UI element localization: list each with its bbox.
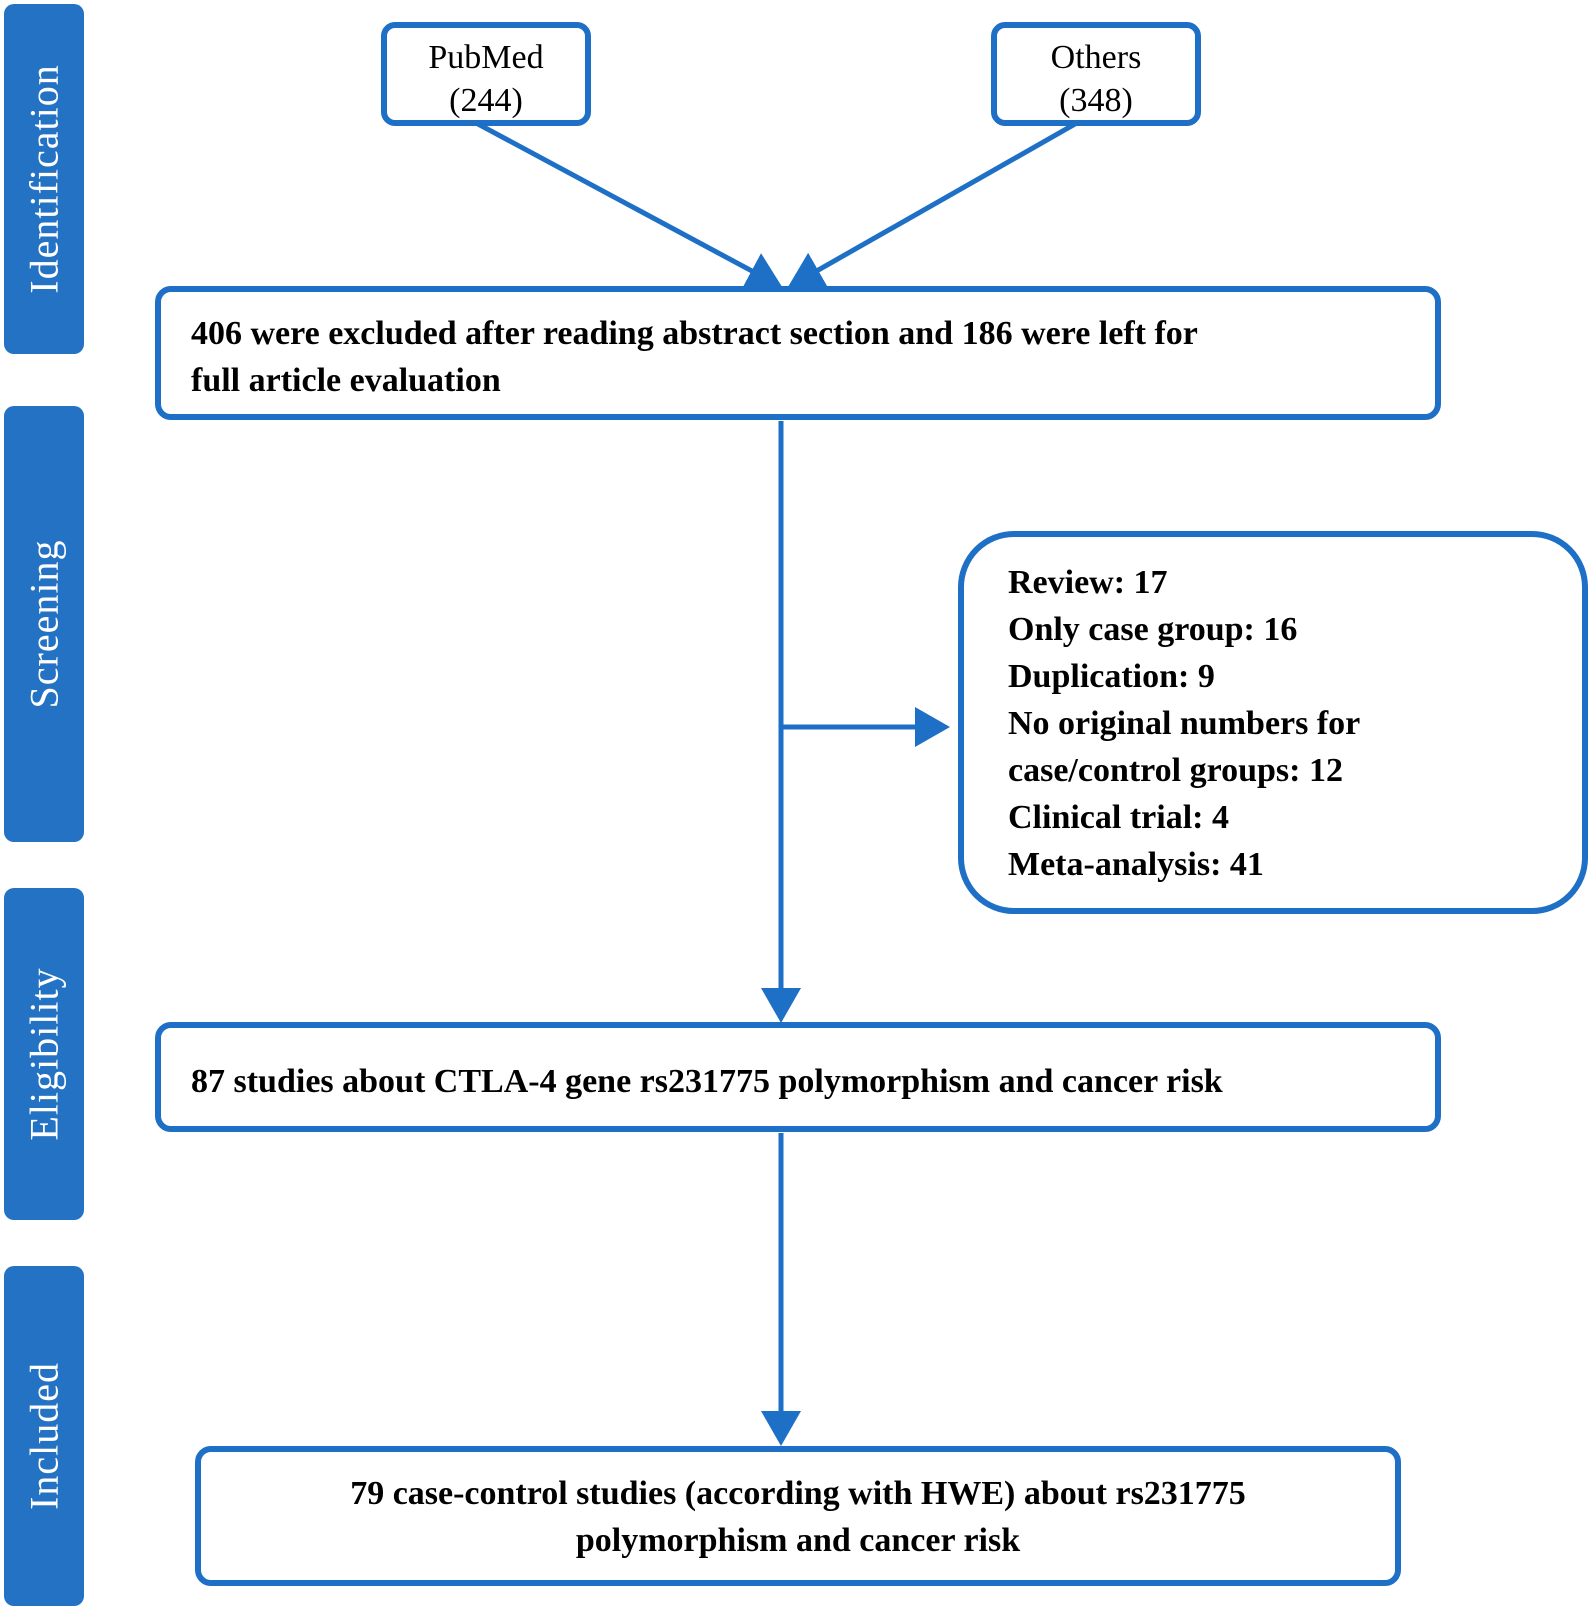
exclusion-item: Meta-analysis: 41: [1008, 846, 1264, 883]
exclusion-item: case/control groups: 12: [1008, 752, 1343, 789]
exclusion-item: Clinical trial: 4: [1008, 799, 1229, 836]
included-text-line2: polymorphism and cancer risk: [575, 1522, 1021, 1559]
stage-label: Identification: [21, 64, 67, 294]
stage-label: Included: [21, 1362, 67, 1510]
stage-identification: Identification: [4, 4, 84, 354]
stage-label: Eligibility: [21, 967, 67, 1141]
stage-eligibility: Eligibility: [4, 888, 84, 1220]
screening-text-line1: 406 were excluded after reading abstract…: [191, 315, 1198, 352]
exclusion-box: Review: 17 Only case group: 16 Duplicati…: [958, 531, 1588, 914]
exclusion-item: Review: 17: [1008, 564, 1168, 601]
exclusion-item: Only case group: 16: [1008, 611, 1298, 648]
stage-label: Screening: [21, 539, 67, 709]
exclusion-item: Duplication: 9: [1008, 658, 1215, 695]
source-box-others: Others (348): [991, 22, 1201, 126]
arrow-others-to-screening: [787, 121, 1077, 288]
included-text-line1: 79 case-control studies (according with …: [350, 1475, 1246, 1512]
eligibility-text: 87 studies about CTLA-4 gene rs231775 po…: [191, 1063, 1223, 1100]
screening-box: 406 were excluded after reading abstract…: [155, 286, 1441, 420]
eligibility-box: 87 studies about CTLA-4 gene rs231775 po…: [155, 1022, 1441, 1132]
stage-included: Included: [4, 1266, 84, 1606]
source-box-pubmed: PubMed (244): [381, 22, 591, 126]
arrow-pubmed-to-screening: [476, 121, 783, 289]
source-count: (244): [449, 82, 523, 119]
source-name: PubMed: [428, 39, 544, 76]
screening-text-line2: full article evaluation: [191, 362, 501, 399]
exclusion-item: No original numbers for: [1008, 705, 1361, 742]
stage-screening: Screening: [4, 406, 84, 842]
included-box: 79 case-control studies (according with …: [195, 1446, 1401, 1586]
source-count: (348): [1059, 82, 1133, 119]
source-name: Others: [1050, 39, 1142, 76]
